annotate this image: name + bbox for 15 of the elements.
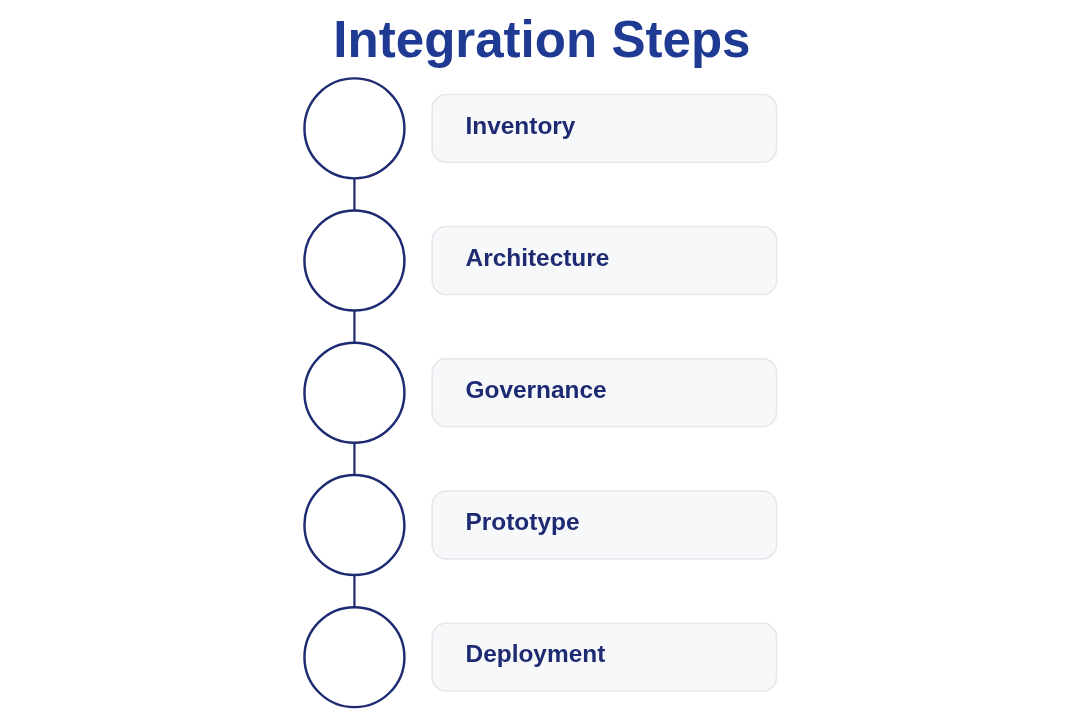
node-circle <box>302 605 406 709</box>
connector <box>352 575 356 607</box>
connector <box>352 178 356 211</box>
node-circle <box>302 473 406 577</box>
node-circle <box>302 209 406 312</box>
node-box: Governance <box>430 358 777 428</box>
node-box: Prototype <box>430 490 777 560</box>
node-box: Deployment <box>430 622 777 692</box>
node-box: Inventory <box>430 93 777 164</box>
node-circle <box>302 341 406 444</box>
connector <box>352 443 356 475</box>
diagram-title: Integration Steps <box>332 11 751 69</box>
connector <box>352 310 356 343</box>
node-box: Architecture <box>430 225 777 296</box>
node-circle <box>302 77 406 180</box>
